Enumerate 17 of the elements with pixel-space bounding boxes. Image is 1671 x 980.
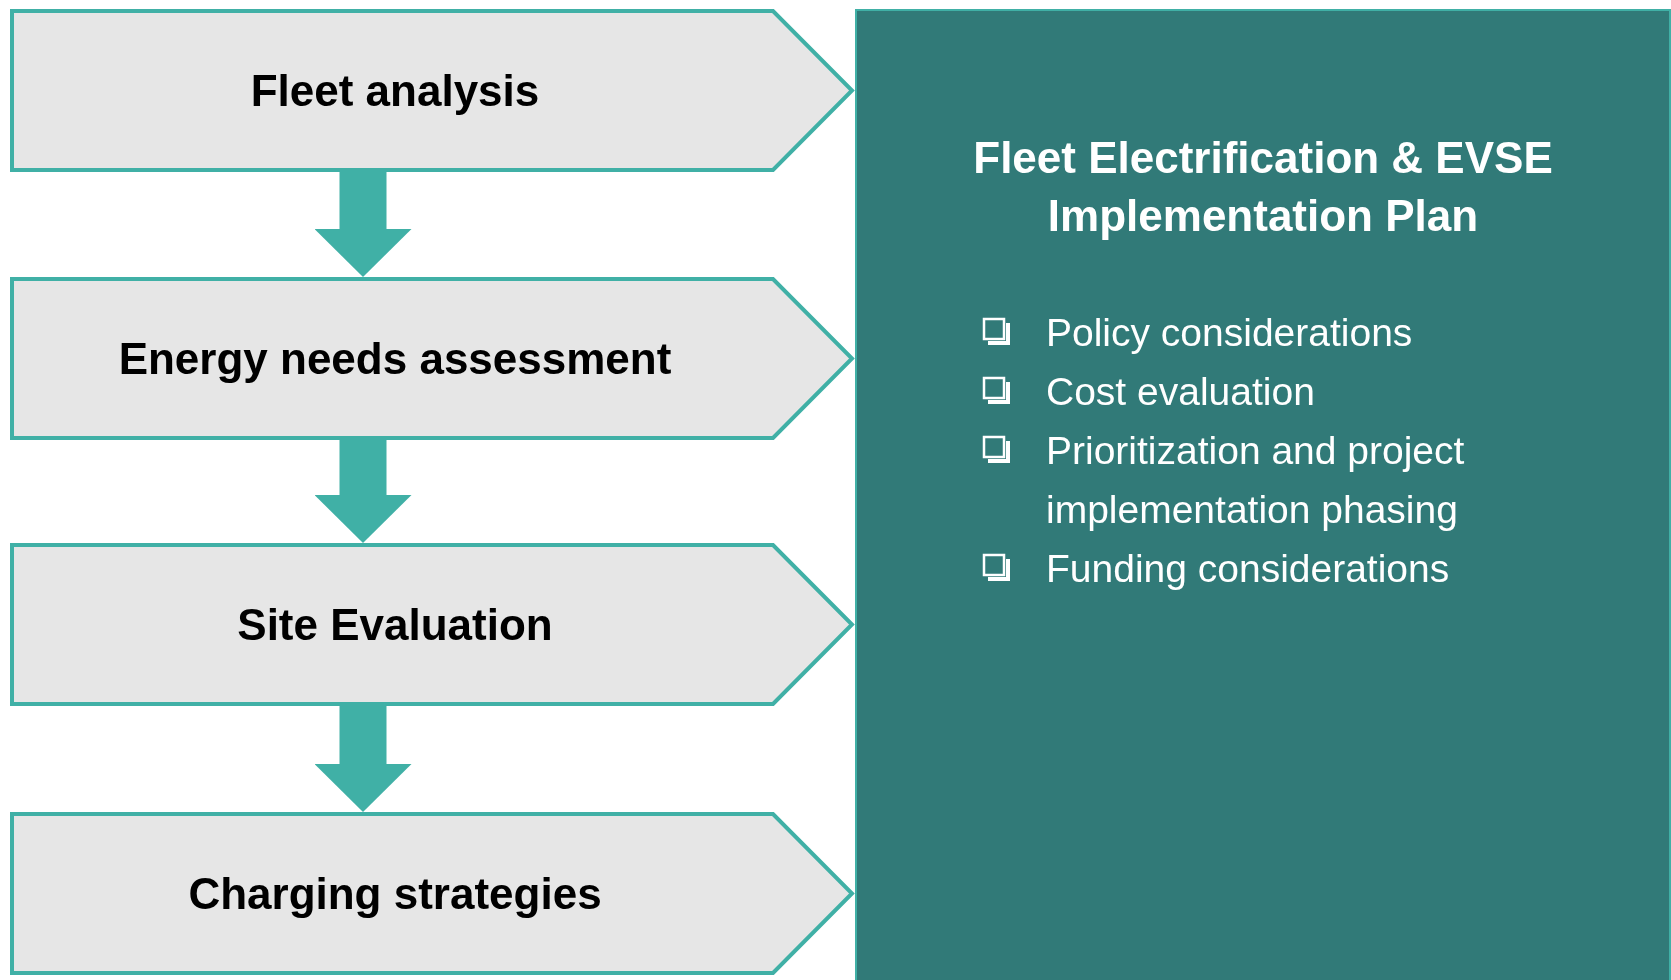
process-chevron bbox=[10, 812, 855, 975]
flow-arrow bbox=[314, 172, 412, 277]
step-label: Site Evaluation bbox=[237, 599, 553, 650]
step-label: Charging strategies bbox=[188, 868, 602, 919]
process-chevron bbox=[10, 277, 855, 440]
flow-arrow bbox=[314, 440, 412, 543]
bullet-text: Funding considerations bbox=[1046, 546, 1450, 592]
bullet-text: Policy considerations bbox=[1046, 310, 1413, 356]
panel-title: Fleet Electrification & EVSE Implementation Plan bbox=[972, 132, 1554, 242]
process-chevron bbox=[10, 543, 855, 706]
flow-arrow bbox=[314, 706, 412, 812]
bullet-text: Cost evaluation bbox=[1046, 369, 1315, 415]
step-label: Energy needs assessment bbox=[118, 333, 672, 384]
step-label: Fleet analysis bbox=[250, 65, 540, 116]
bullet-text: Prioritization and project implementation phasing bbox=[1046, 428, 1466, 533]
process-chevron bbox=[10, 9, 855, 172]
plan-panel bbox=[855, 9, 1671, 980]
